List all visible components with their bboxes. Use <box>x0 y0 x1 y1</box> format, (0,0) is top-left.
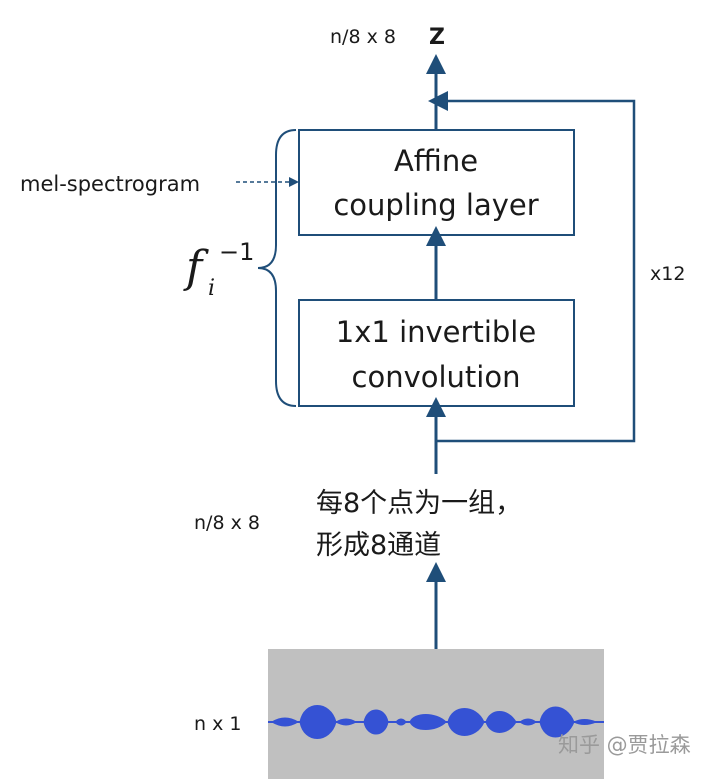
flow-step-brace <box>257 129 297 407</box>
watermark: 知乎 @贾拉森 <box>558 733 691 757</box>
function-superscript: −1 <box>219 238 254 266</box>
function-base: f <box>183 242 209 293</box>
grouping-text-line1: 每8个点为一组， <box>316 488 522 519</box>
grouping-text-line2: 形成8通道 <box>316 530 441 561</box>
audio-waveform <box>268 705 604 739</box>
affine-coupling-box <box>298 129 575 236</box>
conv-box-line1: 1x1 invertible <box>336 315 536 349</box>
function-subscript: i <box>208 276 215 301</box>
top-dims-label: n/8 x 8 <box>330 26 396 48</box>
mel-spectrogram-label: mel-spectrogram <box>20 172 200 196</box>
grouped-dims-label: n/8 x 8 <box>194 512 260 534</box>
invertible-conv-box <box>298 299 575 407</box>
z-output-label: Z <box>429 25 445 50</box>
affine-box-line2: coupling layer <box>333 188 538 222</box>
inverse-flow-function-label: f i −1 <box>183 238 254 301</box>
conv-box-line2: convolution <box>352 360 521 394</box>
waveform-dims-label: n x 1 <box>194 713 241 735</box>
repeat-count-label: x12 <box>650 263 685 285</box>
repeat-loop-line <box>428 91 636 443</box>
affine-box-line1: Affine <box>394 144 478 178</box>
